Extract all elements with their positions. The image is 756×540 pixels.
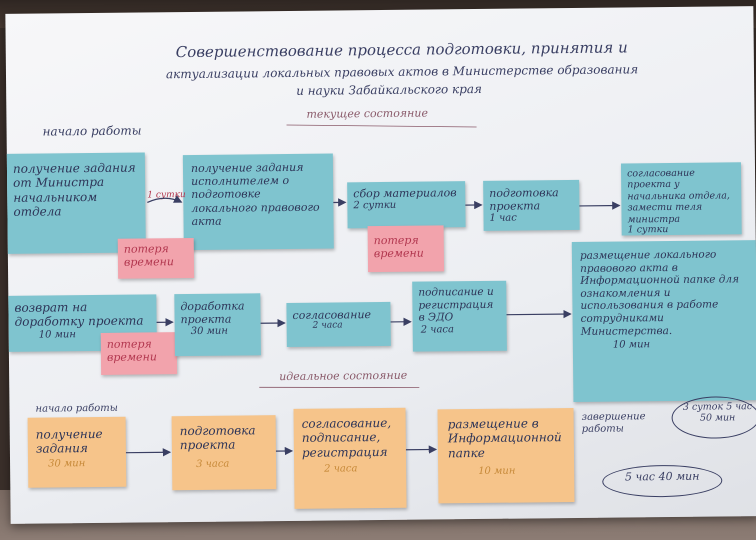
arrow-r1-1 (147, 195, 183, 203)
poster-sheet: Совершенствование процесса подготовки, п… (5, 6, 756, 524)
arrow-r2-4 (506, 309, 572, 319)
section-underline-ideal (259, 386, 420, 389)
section-underline-current (286, 124, 477, 128)
flow-arrows (125, 124, 621, 457)
